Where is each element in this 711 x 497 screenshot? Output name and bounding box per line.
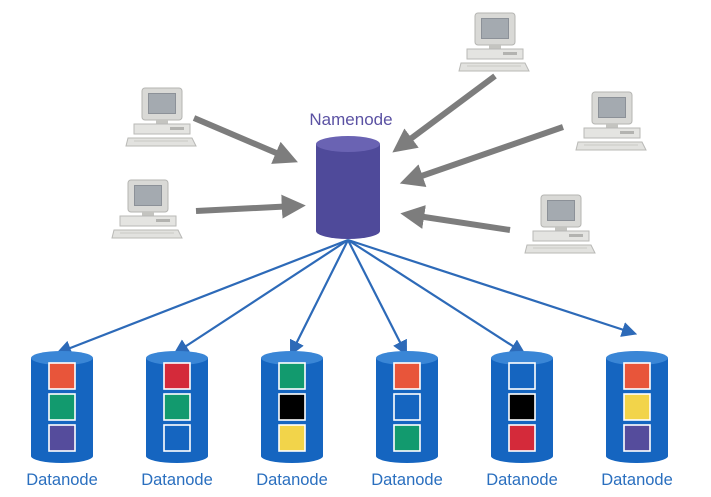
datanode-cylinder-top bbox=[261, 351, 323, 365]
datanode-label: Datanode bbox=[371, 471, 443, 489]
data-block bbox=[163, 362, 191, 390]
data-block bbox=[508, 424, 536, 452]
datanode-3: Datanode bbox=[256, 351, 328, 489]
datanode-arrow bbox=[347, 238, 638, 337]
data-block bbox=[623, 362, 651, 390]
datanode-arrow bbox=[347, 239, 407, 356]
client-computer-icon bbox=[524, 194, 596, 254]
datanode-cylinder-top bbox=[31, 351, 93, 365]
datanode-4: Datanode bbox=[371, 351, 443, 489]
client-arrows bbox=[192, 73, 564, 233]
data-block bbox=[623, 424, 651, 452]
namenode-cylinder-top bbox=[316, 136, 380, 152]
client-computer-icon bbox=[458, 12, 530, 72]
data-block bbox=[393, 362, 421, 390]
client-arrow bbox=[195, 194, 306, 219]
datanode-cylinder-top bbox=[376, 351, 438, 365]
datanode-label: Datanode bbox=[486, 471, 558, 489]
data-block bbox=[48, 362, 76, 390]
client-computer-icon bbox=[575, 91, 647, 151]
data-block bbox=[393, 393, 421, 421]
datanode-arrow bbox=[290, 239, 349, 356]
data-block bbox=[393, 424, 421, 452]
client-arrow bbox=[192, 115, 298, 164]
data-block bbox=[508, 393, 536, 421]
data-block bbox=[278, 393, 306, 421]
datanode-arrows bbox=[55, 238, 638, 356]
data-block bbox=[623, 393, 651, 421]
data-block bbox=[278, 362, 306, 390]
datanode-arrow bbox=[55, 238, 349, 356]
namenode-cylinder-body bbox=[316, 144, 380, 239]
datanode-label: Datanode bbox=[141, 471, 213, 489]
datanode-arrow bbox=[347, 239, 526, 355]
datanode-1: Datanode bbox=[26, 351, 98, 489]
datanode-label: Datanode bbox=[601, 471, 673, 489]
datanode-cylinder-top bbox=[491, 351, 553, 365]
client-arrow bbox=[399, 124, 564, 188]
data-block bbox=[163, 393, 191, 421]
data-block bbox=[48, 424, 76, 452]
datanodes: Datanode Datanode Datanode Datanode Datanode… bbox=[26, 351, 673, 489]
client-arrow bbox=[400, 205, 511, 233]
datanode-5: Datanode bbox=[486, 351, 558, 489]
datanode-label: Datanode bbox=[256, 471, 328, 489]
datanode-2: Datanode bbox=[141, 351, 213, 489]
datanode-label: Datanode bbox=[26, 471, 98, 489]
datanode-cylinder-top bbox=[146, 351, 208, 365]
namenode: Namenode bbox=[309, 110, 393, 239]
client-computer-icon bbox=[125, 87, 197, 147]
data-block bbox=[48, 393, 76, 421]
datanode-6: Datanode bbox=[601, 351, 673, 489]
data-block bbox=[163, 424, 191, 452]
client-computer-icon bbox=[111, 179, 183, 239]
datanode-cylinder-top bbox=[606, 351, 668, 365]
client-arrow bbox=[392, 73, 497, 153]
data-block bbox=[278, 424, 306, 452]
namenode-label: Namenode bbox=[309, 110, 392, 129]
datanode-arrow bbox=[173, 239, 349, 355]
data-block bbox=[508, 362, 536, 390]
